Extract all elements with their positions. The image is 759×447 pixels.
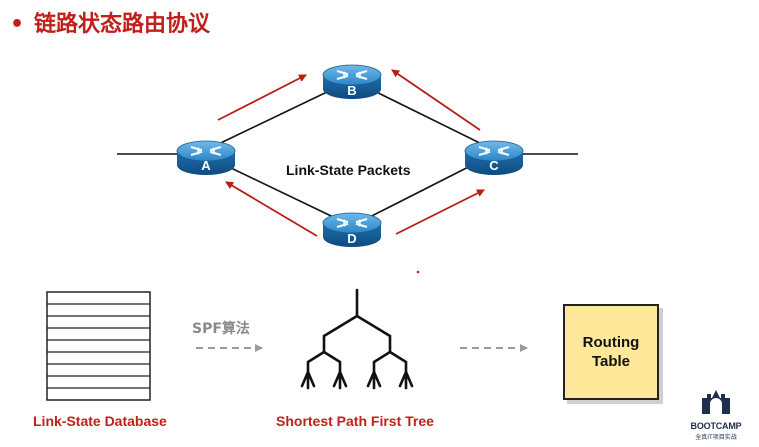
router-label-d: D [347, 231, 356, 246]
flood-arrow-a-to-b [217, 74, 307, 121]
flood-arrow-d-to-a [225, 181, 318, 237]
title-text: 链路状态路由协议 [34, 12, 211, 37]
link-state-database-icon [46, 291, 151, 401]
flood-arrow-c-to-b [391, 69, 481, 131]
logo-icon [702, 390, 730, 414]
flood-arrow-d-to-c [395, 189, 485, 235]
slide-title: • 链路状态路由协议 [10, 6, 210, 38]
router-b: B [322, 64, 382, 100]
bootcamp-logo: BOOTCAMP 全真IT项目实战 [678, 388, 754, 444]
logo-brand-text: BOOTCAMP [690, 421, 742, 431]
flood-arrows [217, 69, 485, 237]
routing-table-line-1: Routing [582, 334, 640, 351]
router-d: D [322, 212, 382, 248]
router-label-b: B [347, 83, 356, 98]
logo-tagline: 全真IT项目实战 [695, 434, 737, 441]
routing-table-box: Routing Table [563, 304, 659, 400]
stray-dot [416, 270, 420, 274]
router-label-c: C [489, 158, 499, 173]
router-a: A [176, 140, 236, 176]
router-c: C [464, 140, 524, 176]
spf-algorithm-label: SPF算法 [192, 321, 250, 337]
link-state-packets-label: Link-State Packets [286, 162, 411, 178]
tree-caption: Shortest Path First Tree [276, 413, 434, 429]
routing-table-line-2: Table [591, 353, 631, 370]
database-caption: Link-State Database [33, 413, 167, 429]
spf-tree-icon [300, 288, 414, 390]
title-bullet: • [10, 12, 25, 37]
router-label-a: A [201, 158, 211, 173]
